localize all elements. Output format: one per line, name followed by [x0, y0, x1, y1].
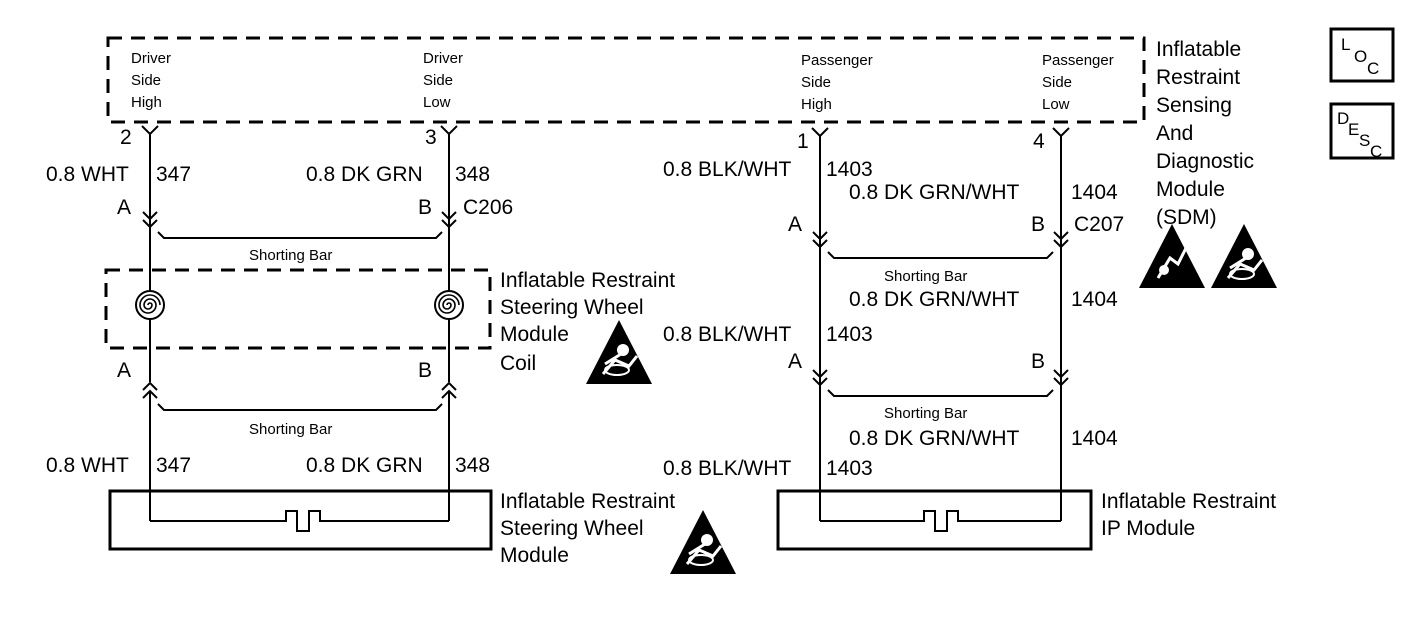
wire-circuit-label: 1403	[826, 323, 873, 346]
passenger-wire-a	[811, 127, 829, 521]
connector-pin-label: B	[418, 196, 432, 219]
svg-text:C: C	[1367, 59, 1379, 78]
sdm-pin-label-passenger-high: Passenger Side High	[801, 52, 877, 113]
svg-text:L: L	[1341, 35, 1350, 54]
airbag-warning-icon	[668, 508, 738, 576]
sdm-pin-number: 3	[425, 126, 437, 149]
sdm-pin-label-driver-high: Driver Side High	[131, 50, 175, 111]
wire-gauge-label: 0.8 WHT	[46, 454, 129, 477]
esd-warning-icon	[1137, 222, 1207, 290]
steering-wheel-coil-enclosure	[104, 268, 492, 350]
ip-module-title: Inflatable Restraint IP Module	[1101, 490, 1282, 540]
svg-text:D: D	[1337, 109, 1349, 128]
wire-circuit-label: 347	[156, 454, 191, 477]
connector-name-c206: C206	[463, 196, 513, 219]
wire-gauge-label: 0.8 DK GRN	[306, 163, 423, 186]
steering-wheel-module-title: Inflatable Restraint Steering Wheel Modu…	[500, 490, 681, 567]
connector-pin-label: A	[788, 350, 802, 373]
connector-pin-label: B	[1031, 213, 1045, 236]
connector-pin-label: A	[788, 213, 802, 236]
connector-pin-label: B	[1031, 350, 1045, 373]
wire-gauge-label: 0.8 DK GRN	[306, 454, 423, 477]
wire-circuit-label: 348	[455, 454, 490, 477]
coil-spiral-icon	[434, 290, 464, 320]
wire-circuit-label: 1404	[1071, 427, 1118, 450]
ip-module-box	[776, 489, 1093, 551]
wire-gauge-label: 0.8 DK GRN/WHT	[849, 288, 1020, 311]
sdm-pin-label-passenger-low: Passenger Side Low	[1042, 52, 1118, 113]
desc-button[interactable]: D E S C	[1329, 102, 1395, 161]
wire-circuit-label: 347	[156, 163, 191, 186]
wire-gauge-label: 0.8 DK GRN/WHT	[849, 427, 1020, 450]
wire-gauge-label: 0.8 WHT	[46, 163, 129, 186]
airbag-squib-symbol	[150, 510, 449, 532]
sdm-pin-label-driver-low: Driver Side Low	[423, 50, 467, 111]
wire-circuit-label: 1404	[1071, 288, 1118, 311]
airbag-warning-icon	[1209, 222, 1279, 290]
connector-pin-label: B	[418, 359, 432, 382]
wire-circuit-label: 1403	[826, 158, 873, 181]
coil-spiral-icon	[135, 290, 165, 320]
svg-text:E: E	[1348, 120, 1359, 139]
wire-circuit-label: 348	[455, 163, 490, 186]
sdm-pin-number: 4	[1033, 130, 1045, 153]
loc-button[interactable]: L O C	[1329, 27, 1395, 83]
sdm-pin-number: 1	[797, 130, 809, 153]
connector-pin-label: A	[117, 359, 131, 382]
shorting-bar-label: Shorting Bar	[249, 421, 332, 438]
connector-name-c207: C207	[1074, 213, 1124, 236]
airbag-squib-symbol	[820, 510, 1061, 532]
sdm-title: Inflatable Restraint Sensing And Diagnos…	[1156, 38, 1260, 229]
shorting-bar	[827, 251, 1054, 259]
shorting-bar-label: Shorting Bar	[249, 247, 332, 264]
connector-pin-label: A	[117, 196, 131, 219]
shorting-bar-label: Shorting Bar	[884, 268, 967, 285]
passenger-wire-b	[1052, 127, 1070, 521]
airbag-warning-icon	[584, 318, 654, 386]
shorting-bar	[157, 231, 443, 239]
sdm-pin-number: 2	[120, 126, 132, 149]
steering-wheel-module-box	[108, 489, 493, 551]
svg-text:O: O	[1354, 47, 1367, 66]
wire-gauge-label: 0.8 BLK/WHT	[663, 158, 792, 181]
wire-circuit-label: 1404	[1071, 181, 1118, 204]
shorting-bar-label: Shorting Bar	[884, 405, 967, 422]
shorting-bar	[157, 403, 443, 411]
svg-text:S: S	[1359, 131, 1370, 150]
wire-gauge-label: 0.8 BLK/WHT	[663, 323, 792, 346]
wire-gauge-label: 0.8 BLK/WHT	[663, 457, 792, 480]
wire-circuit-label: 1403	[826, 457, 873, 480]
sdm-enclosure	[106, 36, 1146, 124]
shorting-bar	[827, 389, 1054, 397]
svg-text:C: C	[1370, 142, 1382, 161]
coil-title: Inflatable Restraint Steering Wheel Modu…	[500, 269, 681, 375]
wire-gauge-label: 0.8 DK GRN/WHT	[849, 181, 1020, 204]
